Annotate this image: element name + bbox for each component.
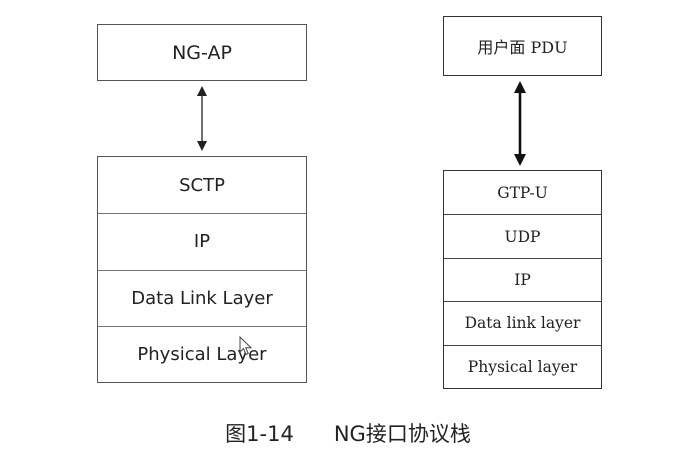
user-plane-stack: GTP-U UDP IP Data link layer Physical la… [443,170,602,389]
ip-layer-user-plane: IP [444,257,601,301]
udp-layer: UDP [444,214,601,257]
data-link-layer-user-plane: Data link layer [444,301,601,344]
mouse-cursor-icon [239,336,253,356]
gtp-u-layer: GTP-U [497,183,548,202]
sctp-layer: SCTP [179,174,225,196]
ng-ap-box: NG-AP [97,24,307,81]
figure-title: NG接口协议栈 [333,422,471,446]
ip-layer: IP [98,213,306,269]
figure-caption: 图1-14 NG接口协议栈 [0,418,696,448]
physical-layer: Physical Layer [98,325,306,382]
data-link-layer: Data Link Layer [98,269,306,326]
user-plane-pdu-label: 用户面 PDU [477,38,568,57]
physical-layer-user-plane: Physical layer [444,344,601,388]
control-plane-stack: SCTP IP Data Link Layer Physical Layer [97,156,307,383]
ng-ap-label: NG-AP [172,41,232,64]
figure-number: 图1-14 [225,422,294,446]
user-plane-pdu-box: 用户面 PDU [443,16,602,76]
